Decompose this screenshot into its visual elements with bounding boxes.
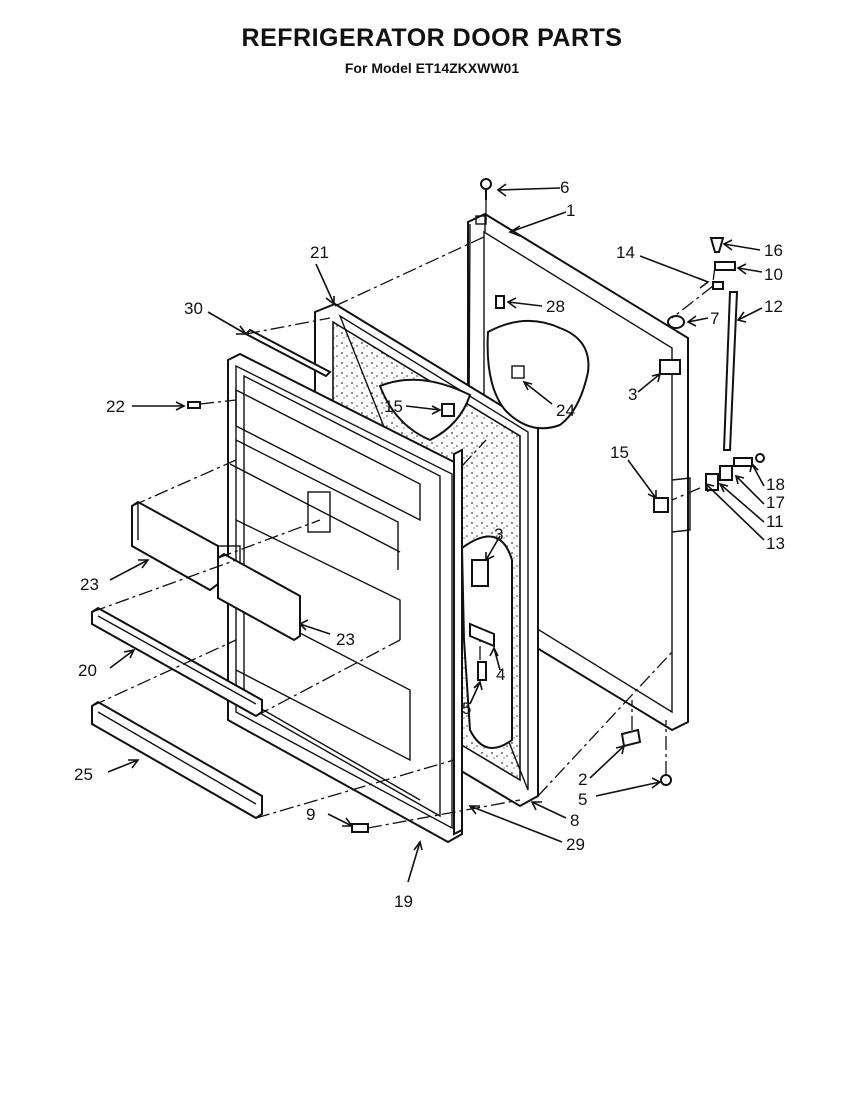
callout-1: 1 bbox=[566, 201, 575, 220]
callout-3-top: 3 bbox=[628, 385, 637, 404]
callout-labels: 6 1 16 14 10 12 7 3 21 30 28 22 15 24 15… bbox=[74, 178, 785, 911]
callout-24: 24 bbox=[556, 401, 575, 420]
callout-10: 10 bbox=[764, 265, 783, 284]
callout-13: 13 bbox=[766, 534, 785, 553]
callout-9: 9 bbox=[306, 805, 315, 824]
hinge-cap-7 bbox=[667, 315, 685, 329]
hinge-bracket-3-top bbox=[659, 359, 681, 375]
callout-16: 16 bbox=[764, 241, 783, 260]
callout-21: 21 bbox=[310, 243, 329, 262]
screw-9 bbox=[351, 823, 369, 833]
shelf-23-center bbox=[217, 552, 301, 642]
callout-7: 7 bbox=[710, 309, 719, 328]
callout-5-bottom: 5 bbox=[578, 790, 587, 809]
page-title: REFRIGERATOR DOOR PARTS bbox=[241, 24, 623, 52]
door-stop-12 bbox=[722, 291, 739, 451]
callout-15-left: 15 bbox=[384, 397, 403, 416]
inner-door-liner bbox=[217, 352, 463, 844]
cam-3-center bbox=[471, 559, 489, 587]
hinge-4 bbox=[469, 622, 495, 648]
callout-25: 25 bbox=[74, 765, 93, 784]
assembly-guide-lines bbox=[91, 200, 716, 829]
callout-18: 18 bbox=[766, 475, 785, 494]
callout-14: 14 bbox=[616, 243, 635, 262]
callout-15-right: 15 bbox=[610, 443, 629, 462]
shelf-bar-30 bbox=[244, 328, 332, 378]
bushing-2 bbox=[620, 728, 642, 748]
callout-5-center: 5 bbox=[462, 699, 471, 718]
screw-22 bbox=[187, 401, 201, 409]
callout-29: 29 bbox=[566, 835, 585, 854]
callout-3-center: 3 bbox=[494, 525, 503, 544]
hinge-bracket-15-right bbox=[653, 497, 669, 513]
callout-12: 12 bbox=[764, 297, 783, 316]
panel-cutaway-view bbox=[486, 319, 590, 430]
callout-22: 22 bbox=[106, 397, 125, 416]
shelf-bar-20 bbox=[91, 606, 263, 718]
bracket-24 bbox=[511, 365, 525, 379]
hinge-pin-10 bbox=[714, 261, 736, 271]
leader-arrows bbox=[107, 183, 765, 883]
hinge-parts-11-13-17-18 bbox=[705, 453, 765, 491]
plug-28 bbox=[495, 295, 505, 309]
callout-8: 8 bbox=[570, 811, 579, 830]
shelf-23-left bbox=[131, 500, 219, 592]
shelf-bar-25 bbox=[91, 700, 263, 820]
callout-30: 30 bbox=[184, 299, 203, 318]
callout-19: 19 bbox=[394, 892, 413, 911]
callout-4: 4 bbox=[496, 665, 505, 684]
callout-20: 20 bbox=[78, 661, 97, 680]
callout-23-left: 23 bbox=[80, 575, 99, 594]
callout-28: 28 bbox=[546, 297, 565, 316]
hinge-bushing-16 bbox=[709, 237, 725, 253]
callout-17: 17 bbox=[766, 493, 785, 512]
callout-2: 2 bbox=[578, 770, 587, 789]
callout-11: 11 bbox=[766, 512, 784, 531]
hinge-14 bbox=[712, 281, 724, 290]
model-subtitle: For Model ET14ZKXWW01 bbox=[344, 60, 520, 76]
callout-6: 6 bbox=[560, 178, 569, 197]
screw-5-bottom bbox=[660, 774, 672, 786]
callout-23-center: 23 bbox=[336, 630, 355, 649]
bracket-15-left bbox=[441, 403, 455, 417]
gasket-29 bbox=[453, 448, 463, 836]
screw-5-center bbox=[477, 661, 487, 681]
screw-6 bbox=[480, 178, 492, 200]
